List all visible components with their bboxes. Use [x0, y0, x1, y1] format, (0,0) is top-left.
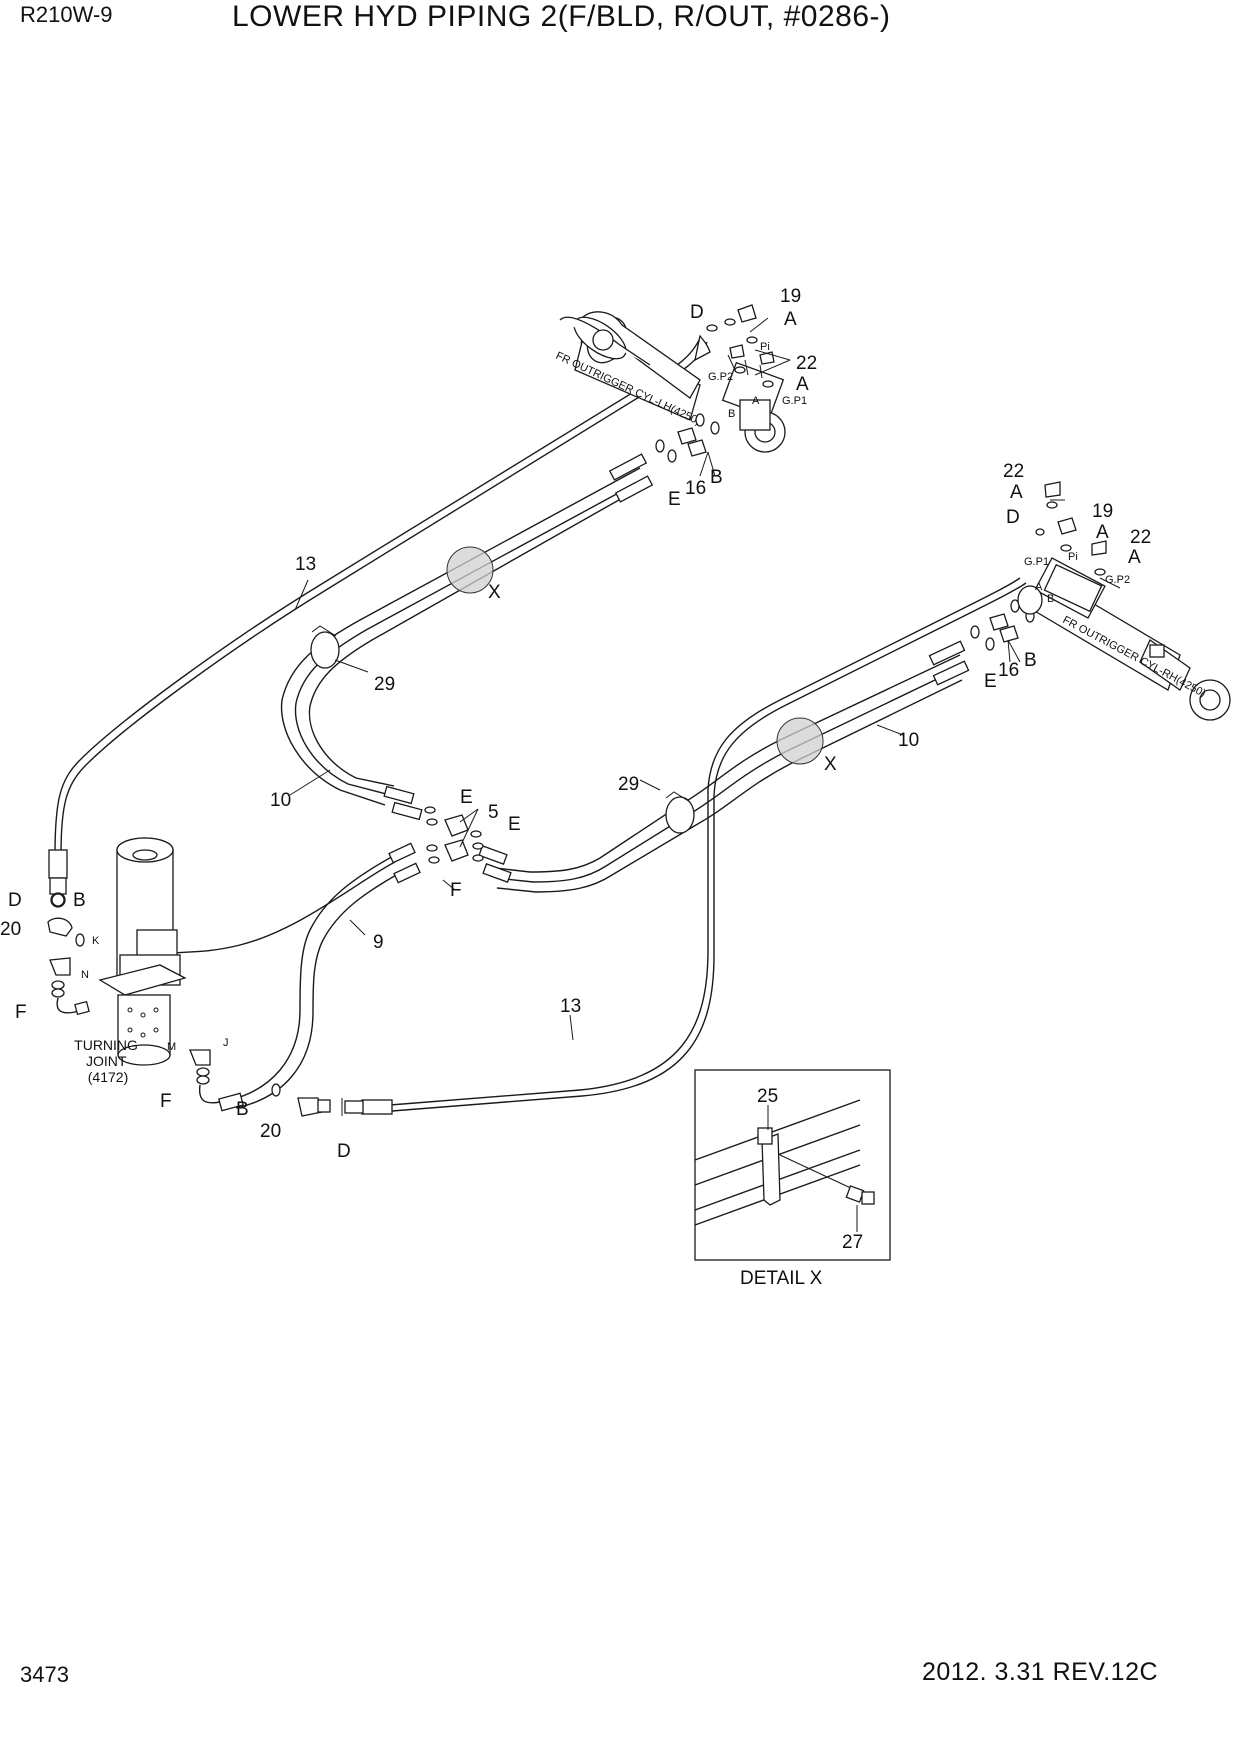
callout-25: 25	[757, 1086, 778, 1107]
revision-label: 2012. 3.31 REV.12C	[922, 1658, 1159, 1686]
callout-9: 9	[373, 932, 384, 953]
turning-joint-fittings	[47, 893, 331, 1117]
callout-10-right: 10	[898, 730, 919, 751]
rh-port-fittings	[970, 481, 1107, 651]
svg-text:G.P1: G.P1	[1024, 556, 1049, 568]
callout-B1: B	[710, 467, 723, 488]
callout-E2: E	[984, 671, 997, 692]
outrigger-cylinder-lh: FR OUTRIGGER CYL-LH(4250)	[554, 311, 786, 453]
cyl-rh-label: FR OUTRIGGER CYL-RH(4250)	[1061, 614, 1208, 700]
callout-F1: F	[450, 880, 462, 901]
detail-x-box	[694, 1069, 891, 1261]
callout-B4: B	[236, 1099, 249, 1120]
callout-F2: F	[15, 1002, 27, 1023]
svg-text:M: M	[167, 1041, 176, 1053]
svg-text:J: J	[223, 1037, 229, 1049]
port-labels: Pi G.P2 G.P1 B A Pi G.P1 G.P2 A B K N M …	[81, 341, 1130, 1053]
callout-29-left: 29	[374, 674, 395, 695]
callout-A5: A	[1128, 547, 1141, 568]
leader-lines	[289, 317, 1121, 1041]
callout-A1: A	[784, 309, 797, 330]
callout-B2: B	[1024, 650, 1037, 671]
callout-A3: A	[1010, 482, 1023, 503]
callout-10-left: 10	[270, 790, 291, 811]
callout-16-right: 16	[998, 660, 1019, 681]
svg-text:G.P2: G.P2	[708, 371, 733, 383]
hose-9	[159, 842, 421, 1112]
svg-text:A: A	[752, 395, 760, 407]
callout-A4: A	[1096, 522, 1109, 543]
callout-D1: D	[690, 302, 704, 323]
callout-D2: D	[1006, 507, 1020, 528]
callout-29-right: 29	[618, 774, 639, 795]
hose-13-lower	[341, 577, 1027, 1116]
callout-labels: 13 13 10 10 29 29 9 5 16 16 19 19 22 22 …	[0, 286, 1151, 1289]
callout-5: 5	[488, 802, 499, 823]
page-title: LOWER HYD PIPING 2(F/BLD, R/OUT, #0286-)	[232, 0, 891, 33]
callout-D3: D	[8, 890, 22, 911]
svg-text:G.P1: G.P1	[782, 395, 807, 407]
svg-text:Pi: Pi	[760, 341, 770, 353]
callout-27: 27	[842, 1232, 863, 1253]
svg-text:A: A	[1035, 581, 1043, 593]
svg-text:K: K	[92, 935, 100, 947]
callout-X1: X	[488, 582, 501, 603]
page-number: 3473	[20, 1662, 69, 1687]
callout-22-left: 22	[796, 353, 817, 374]
callout-D4: D	[337, 1141, 351, 1162]
svg-text:Pi: Pi	[1068, 551, 1078, 563]
callout-20-left: 20	[0, 919, 21, 940]
callout-13-lower: 13	[560, 996, 581, 1017]
callout-19-left: 19	[780, 286, 801, 307]
callout-13-upper: 13	[295, 554, 316, 575]
hose-13-upper	[48, 337, 708, 908]
svg-text:B: B	[1047, 593, 1054, 605]
turning-joint: TURNING JOINT (4172)	[74, 837, 187, 1085]
callout-F3: F	[160, 1091, 172, 1112]
clamp-29-left	[310, 625, 340, 669]
callout-A2: A	[796, 374, 809, 395]
turning-joint-label: TURNING JOINT (4172)	[74, 1037, 142, 1085]
center-fittings	[424, 806, 484, 864]
callout-19-right: 19	[1092, 501, 1113, 522]
detail-x-title: DETAIL X	[740, 1268, 823, 1289]
detail-x-marker-1	[446, 546, 494, 594]
callout-B3: B	[73, 890, 86, 911]
svg-text:N: N	[81, 969, 89, 981]
callout-16-left: 16	[685, 478, 706, 499]
clamp-29-right	[665, 791, 695, 834]
callout-22-right: 22	[1130, 527, 1151, 548]
hose-10-left	[280, 453, 654, 821]
callout-E3: E	[460, 787, 473, 808]
lh-port-fittings	[655, 304, 775, 463]
hose-10-right	[478, 640, 970, 893]
detail-x-marker-2	[776, 717, 824, 765]
callout-22-right-top: 22	[1003, 461, 1024, 482]
svg-text:B: B	[728, 408, 735, 420]
callout-20-lower: 20	[260, 1121, 281, 1142]
callout-E4: E	[508, 814, 521, 835]
svg-text:G.P2: G.P2	[1105, 574, 1130, 586]
model-label: R210W-9	[20, 2, 113, 27]
callout-X2: X	[824, 754, 837, 775]
callout-E1: E	[668, 489, 681, 510]
